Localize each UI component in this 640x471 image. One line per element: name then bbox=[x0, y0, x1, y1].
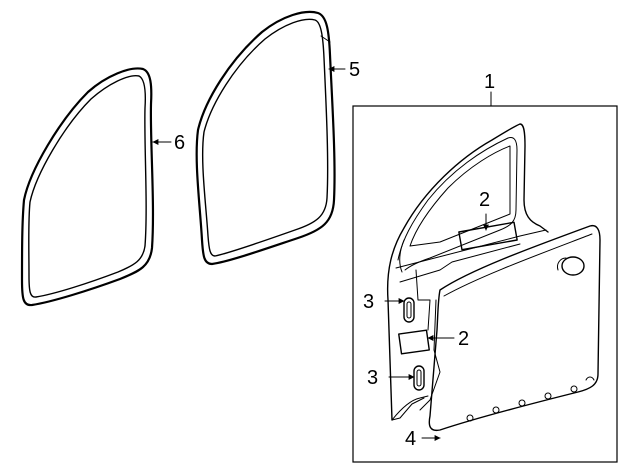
door-assembly-drawing bbox=[386, 123, 601, 432]
callout-3-upper: 3 bbox=[363, 291, 374, 313]
leader-lines bbox=[152, 66, 492, 441]
callout-2-upper: 2 bbox=[479, 189, 490, 211]
callout-4: 4 bbox=[405, 428, 416, 450]
callout-5: 5 bbox=[349, 59, 360, 81]
door-assembly-frame bbox=[352, 105, 618, 463]
callout-3-lower: 3 bbox=[367, 367, 378, 389]
body-weatherstrip-drawing bbox=[20, 67, 155, 307]
callout-1: 1 bbox=[484, 71, 495, 93]
door-weatherstrip-drawing bbox=[195, 10, 336, 266]
callout-6: 6 bbox=[174, 132, 185, 154]
callout-2-lower: 2 bbox=[458, 328, 469, 350]
